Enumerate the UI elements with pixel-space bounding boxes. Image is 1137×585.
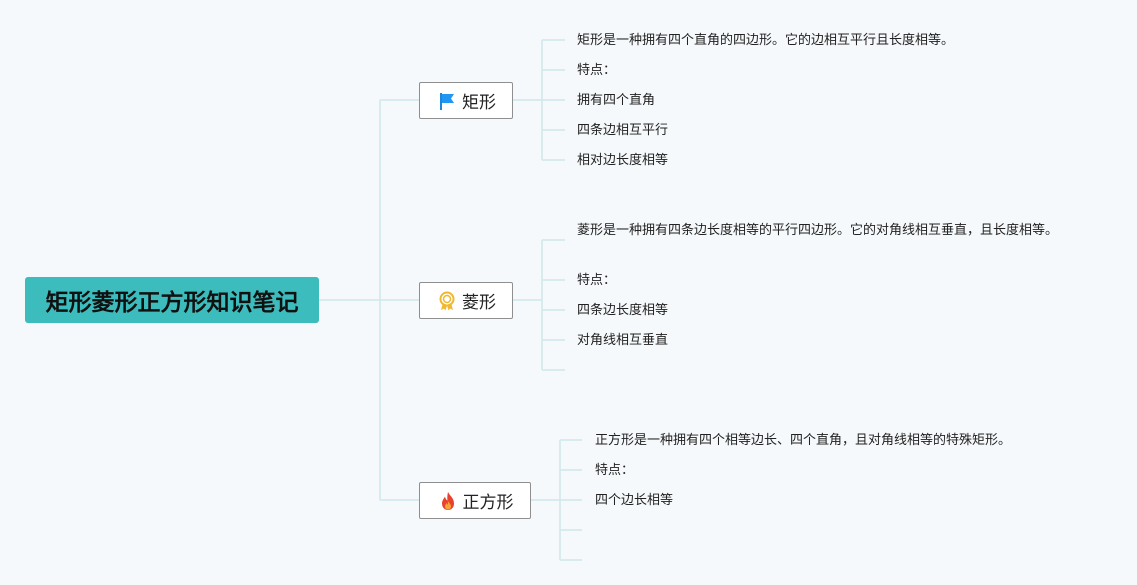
leaf-rectangle-features-heading: 特点： (577, 63, 617, 78)
branch-rhombus[interactable]: 菱形 (419, 282, 513, 319)
leaf-square-definition: 正方形是一种拥有四个相等边长、四个直角，且对角线相等的特殊矩形。 (595, 433, 1012, 448)
branch-rectangle-label: 矩形 (462, 93, 496, 113)
root-topic-label: 矩形菱形正方形知识笔记 (45, 290, 299, 316)
leaf-rhombus-definition: 菱形是一种拥有四条边长度相等的平行四边形。它的对角线相互垂直，且长度相等。 (577, 223, 1059, 238)
leaf-rectangle-feature: 相对边长度相等 (577, 153, 669, 168)
leaf-rectangle-feature: 拥有四个直角 (577, 93, 656, 108)
leaf-rhombus-feature: 四条边长度相等 (577, 303, 669, 318)
root-topic[interactable]: 矩形菱形正方形知识笔记 (25, 277, 319, 323)
branch-square-label: 正方形 (462, 493, 514, 513)
leaf-rhombus-feature: 对角线相互垂直 (577, 333, 669, 348)
fire-icon (437, 490, 459, 512)
leaf-rectangle-definition: 矩形是一种拥有四个直角的四边形。它的边相互平行且长度相等。 (577, 33, 955, 48)
branch-rhombus-label: 菱形 (462, 293, 496, 313)
gold-medal-icon (436, 290, 458, 312)
leaf-rhombus-features-heading: 特点： (577, 273, 617, 288)
blue-flag-icon (436, 90, 458, 112)
branch-rectangle[interactable]: 矩形 (419, 82, 513, 119)
leaf-square-features-heading: 特点： (595, 463, 635, 478)
leaf-square-feature: 四个边长相等 (595, 493, 674, 508)
leaf-rectangle-feature: 四条边相互平行 (577, 123, 669, 138)
branch-square[interactable]: 正方形 (419, 482, 531, 519)
